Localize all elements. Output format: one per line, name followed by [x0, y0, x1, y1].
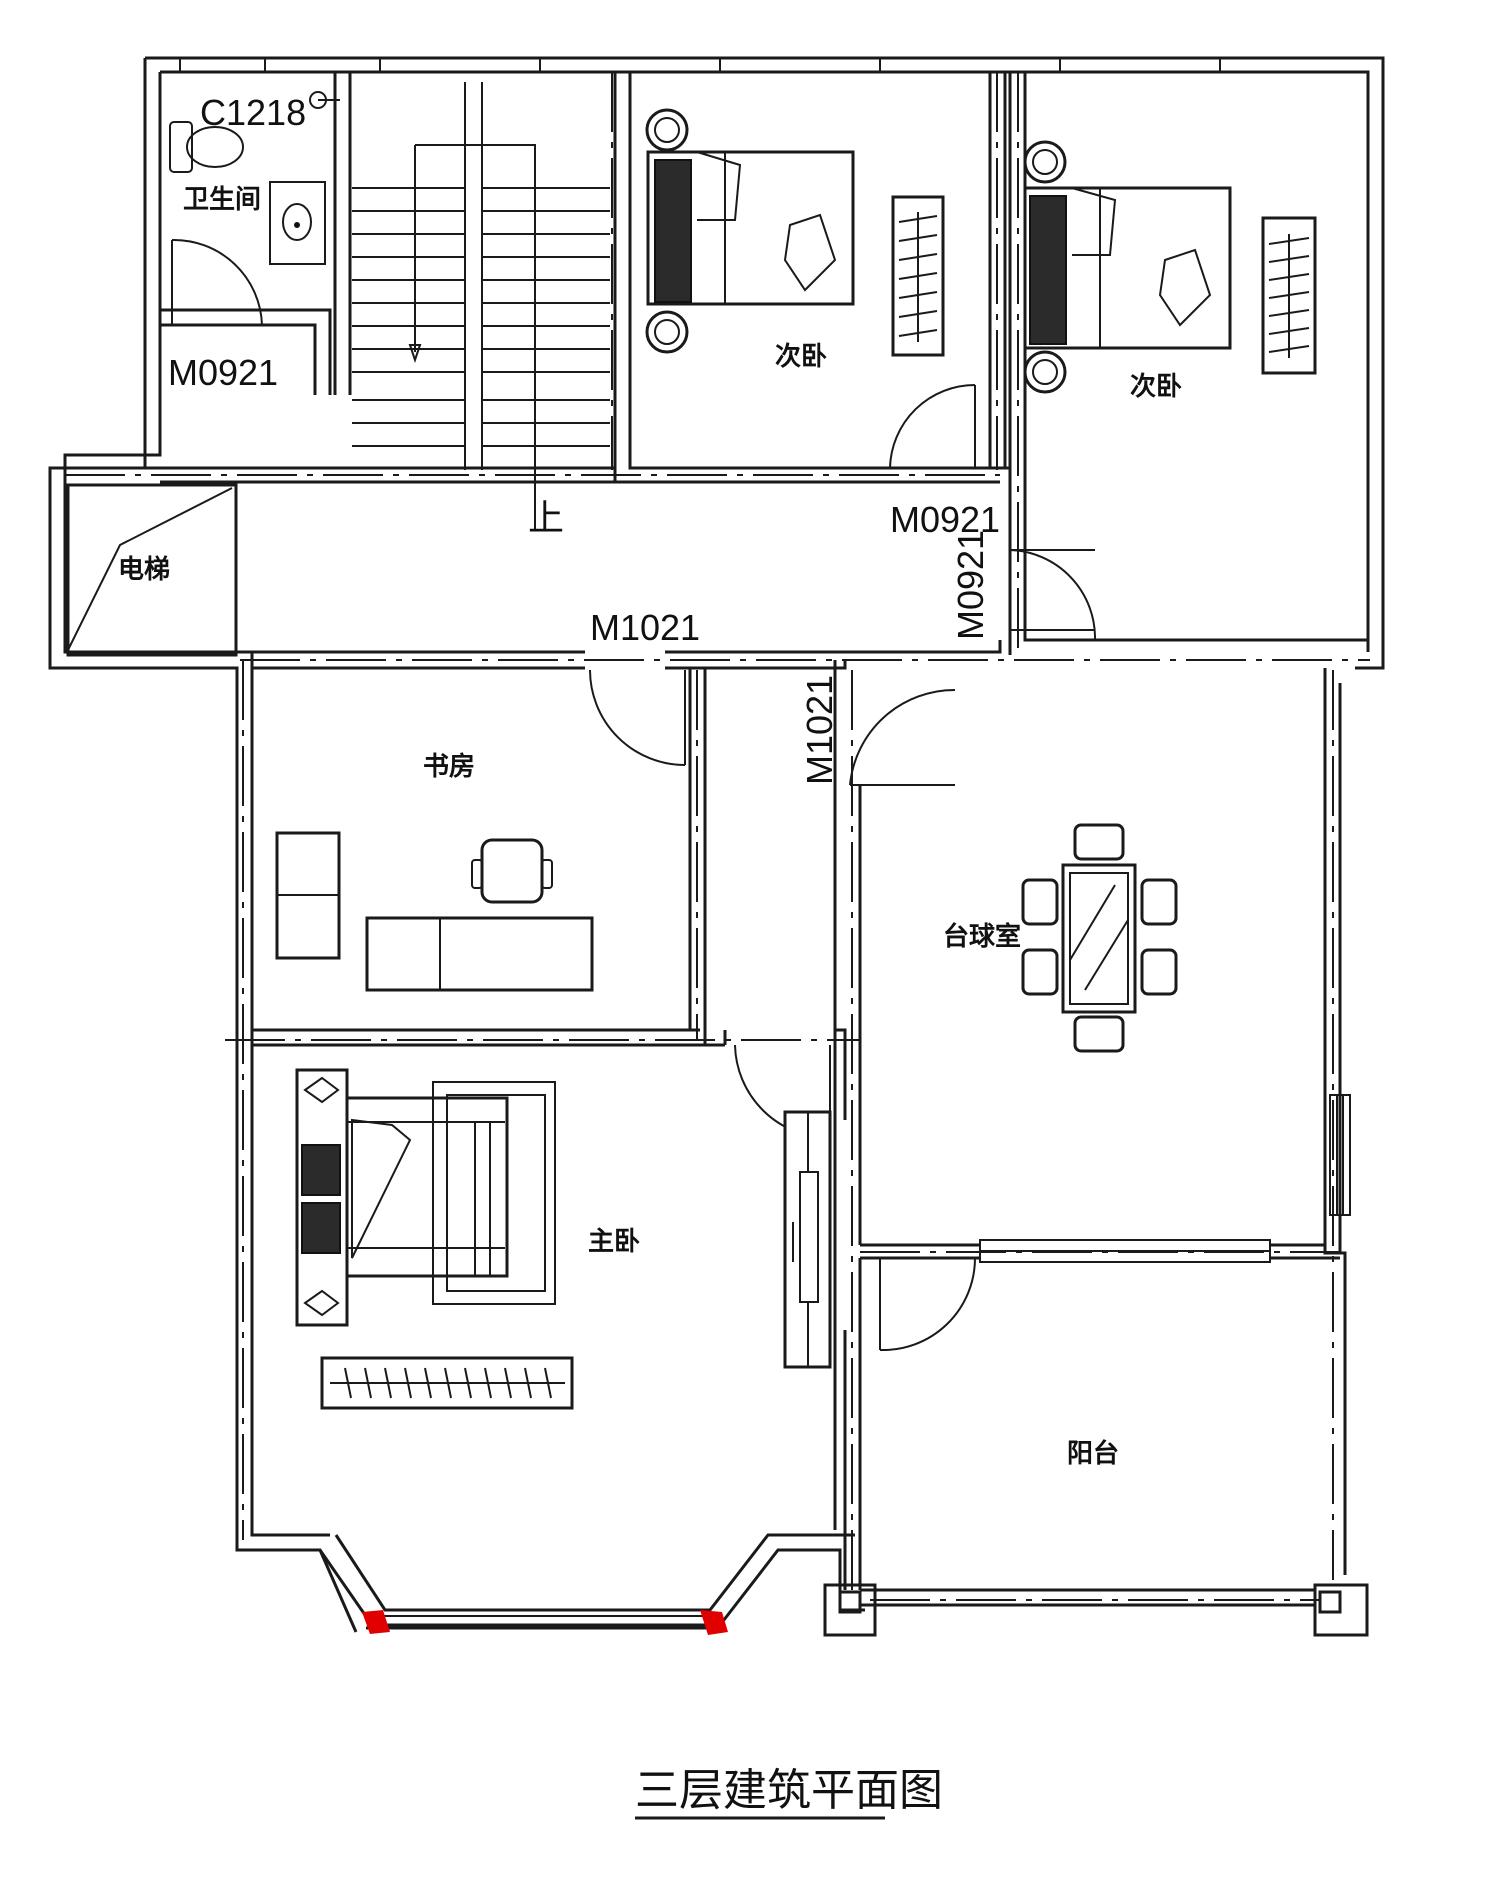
- window-code-bath: C1218: [200, 92, 306, 133]
- room-label-bedroom-2: 次卧: [775, 342, 827, 372]
- outer-walls: [48, 56, 1385, 1637]
- door-code-bed2: M0921: [890, 499, 1000, 540]
- room-label-master: 主卧: [588, 1227, 640, 1257]
- door-code-bed3: M0921: [950, 530, 991, 640]
- door-code-billiard: M1021: [799, 675, 840, 785]
- room-label-billiard: 台球室: [943, 921, 1021, 952]
- bathroom-fixtures: [169, 91, 340, 265]
- stair-up-label: 上: [528, 497, 564, 538]
- plan-title: 三层建筑平面图: [635, 1765, 943, 1816]
- bedroom-2-furniture: [645, 108, 945, 357]
- bay-window-columns: [362, 1610, 728, 1635]
- door-code-study: M1021: [590, 607, 700, 648]
- axis-lines: [65, 72, 1370, 1601]
- room-label-bedroom-3: 次卧: [1130, 372, 1182, 402]
- room-label-study: 书房: [423, 752, 475, 782]
- room-label-balcony: 阳台: [1067, 1438, 1119, 1469]
- master-furniture: [295, 1068, 832, 1410]
- labels: 卫生间 电梯 次卧 次卧 书房 台球室 主卧 阳台 上 C1218 M0921 …: [118, 92, 1182, 1820]
- door-code-bath: M0921: [168, 352, 278, 393]
- billiard-table: [1021, 823, 1178, 1053]
- room-label-bathroom: 卫生间: [183, 185, 261, 215]
- room-label-elevator: 电梯: [118, 555, 170, 585]
- study-furniture: [275, 831, 594, 992]
- bedroom-3-furniture: [1023, 140, 1317, 394]
- staircase: [352, 82, 610, 530]
